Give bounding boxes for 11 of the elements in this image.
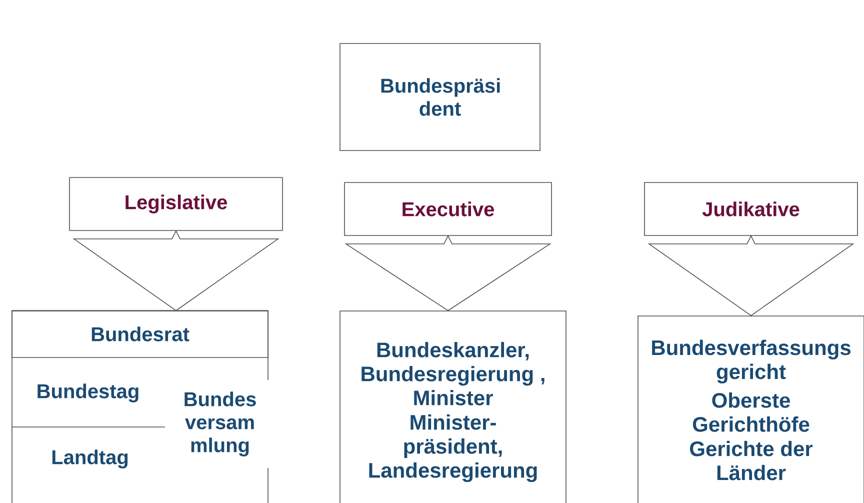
header-box: Judikative [644,182,858,236]
header-box: Legislative [69,177,283,231]
table-cell: Landtag [52,450,128,468]
content-box: Bundesverfassungs gericht Oberste Gerichthöfe Gerichte der Länder [638,316,864,503]
title-box: Bundespräsi dent [340,43,540,151]
node-label: Bundes versam mlung [184,392,256,456]
overlay-box: Bundes versam mlung [169,380,271,468]
table-cell: Bundestag [38,384,138,402]
header-box: Executive [344,182,552,236]
table-cell: Bundesrat [12,310,268,358]
content-box: Bundeskanzler, Bundesregierung , Minister Minister- präsident, Landesregierung [340,310,566,503]
